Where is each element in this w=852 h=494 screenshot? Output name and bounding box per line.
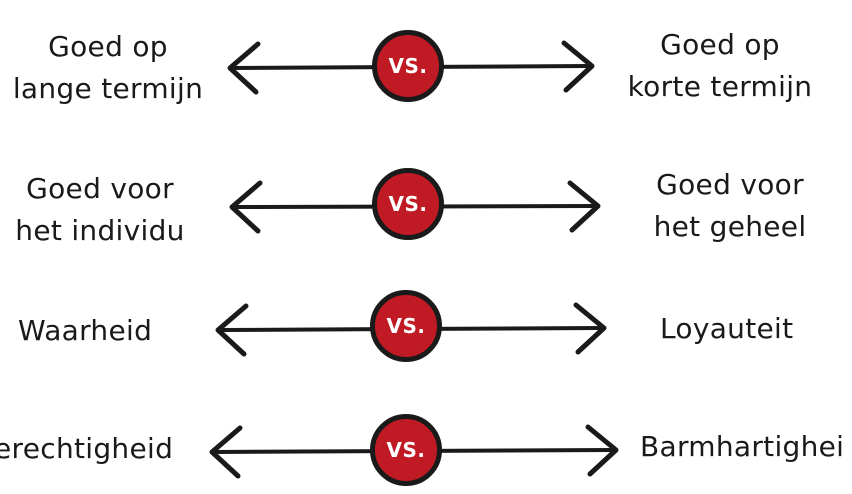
vs-badge: VS. bbox=[370, 414, 442, 486]
left-label-line-1: Goed voor bbox=[26, 172, 174, 205]
arrow-head-left bbox=[215, 303, 249, 357]
right-label-line-1: Goed op bbox=[660, 28, 780, 61]
left-label: Goed op lange termijn bbox=[8, 26, 208, 110]
right-label: Barmhartighei bbox=[640, 426, 852, 468]
arrow-head-right bbox=[567, 180, 601, 233]
dilemma-row-4: erechtigheid VS. Barmhartighei bbox=[0, 380, 852, 494]
left-label-line-2: lange termijn bbox=[12, 72, 204, 105]
left-label: erechtigheid bbox=[0, 428, 184, 470]
arrow-head-right bbox=[585, 424, 619, 477]
left-label-line-1: Waarheid bbox=[18, 314, 153, 347]
right-label-line-1: Barmhartighei bbox=[640, 430, 845, 463]
right-label: Goed voor het geheel bbox=[630, 164, 830, 248]
left-label-line-1: Goed op bbox=[48, 30, 168, 63]
arrow-head-right bbox=[561, 40, 595, 93]
right-label-line-1: Goed voor bbox=[656, 168, 804, 201]
vs-label: VS. bbox=[388, 54, 428, 78]
vs-badge: VS. bbox=[372, 30, 444, 102]
right-label-line-2: het geheel bbox=[653, 210, 807, 243]
left-label: Goed voor het individu bbox=[0, 168, 200, 252]
arrow-head-left bbox=[229, 180, 263, 234]
arrow-head-left bbox=[227, 41, 261, 95]
vs-badge: VS. bbox=[372, 168, 444, 240]
vs-label: VS. bbox=[386, 438, 426, 462]
right-label-line-1: Loyauteit bbox=[660, 312, 794, 345]
vs-badge: VS. bbox=[370, 290, 442, 362]
left-label-line-2: het individu bbox=[15, 214, 185, 247]
dilemma-row-3: Waarheid VS. Loyauteit bbox=[0, 260, 852, 380]
right-label: Goed op korte termijn bbox=[620, 24, 820, 108]
left-label-line-1: erechtigheid bbox=[0, 432, 174, 465]
right-label: Loyauteit bbox=[660, 308, 810, 350]
dilemma-row-1: Goed op lange termijn VS. Goed op korte … bbox=[0, 0, 852, 130]
dilemma-row-2: Goed voor het individu VS. Goed voor het… bbox=[0, 130, 852, 260]
vs-label: VS. bbox=[386, 314, 426, 338]
arrow-head-right bbox=[573, 302, 607, 355]
arrow-head-left bbox=[209, 425, 243, 479]
right-label-line-2: korte termijn bbox=[627, 70, 813, 103]
left-label: Waarheid bbox=[18, 310, 158, 352]
vs-label: VS. bbox=[388, 192, 428, 216]
